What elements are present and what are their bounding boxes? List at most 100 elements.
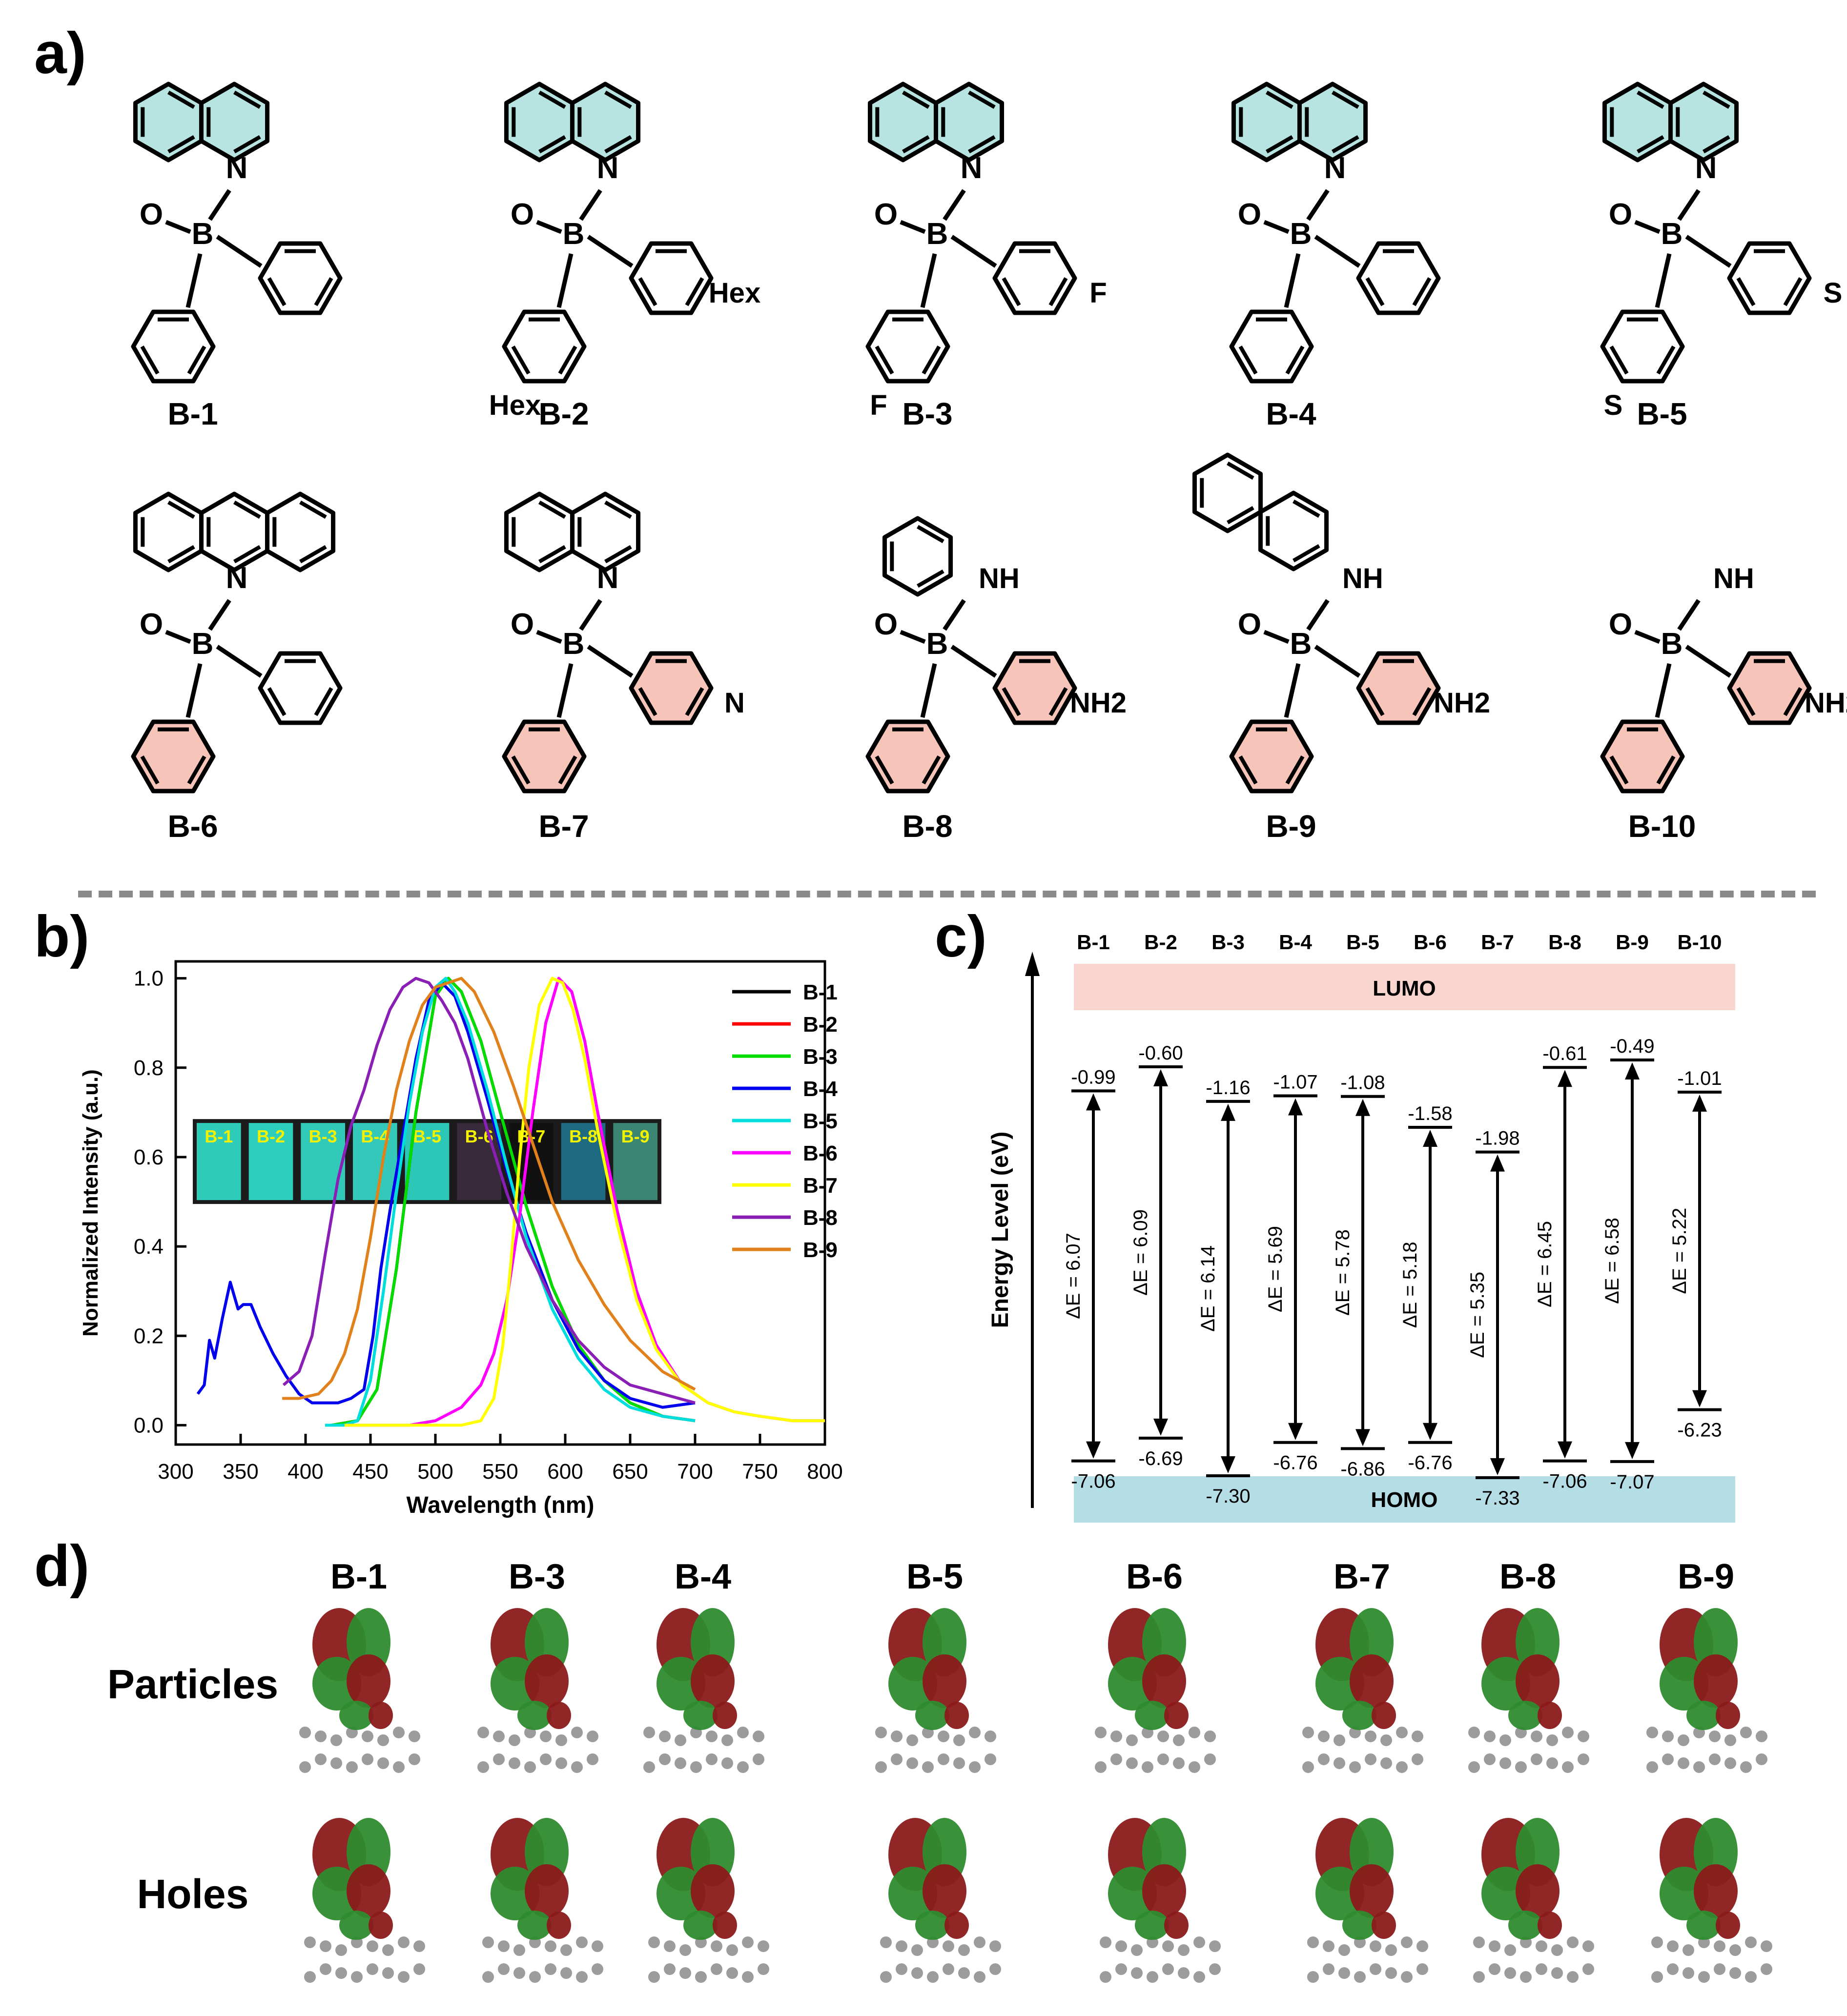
atom-sphere	[1468, 1761, 1480, 1773]
orbital-lobe	[1315, 1608, 1369, 1681]
compound-label: B-10	[1628, 809, 1696, 844]
atom-sphere	[675, 1757, 686, 1769]
orbital-lobe	[1516, 1654, 1560, 1708]
atom-sphere	[1193, 1936, 1205, 1948]
orbital-lobe	[1516, 1864, 1560, 1918]
atom-sphere	[737, 1727, 749, 1738]
bond-b-aryl	[1685, 235, 1732, 268]
atom-sphere	[1756, 1753, 1767, 1765]
atom-sphere	[1396, 1761, 1408, 1773]
atom-sphere	[1729, 1944, 1741, 1956]
atom-b: B	[1661, 627, 1683, 661]
series-line-b-8	[282, 977, 696, 1405]
atom-sphere	[393, 1761, 405, 1773]
atom-sphere	[1318, 1731, 1330, 1742]
aryl-ring-lower-bond	[922, 755, 941, 785]
atom-sphere	[362, 1753, 373, 1765]
atom-sphere	[706, 1731, 718, 1742]
bond-o-b	[1634, 220, 1661, 234]
atom-sphere	[1578, 1731, 1589, 1742]
atom-sphere	[1323, 1963, 1334, 1975]
aryl-ring-lower	[1600, 719, 1685, 794]
orbital-lobe	[1315, 1867, 1364, 1920]
atom-n: N	[597, 561, 619, 595]
bond-n-b	[1306, 189, 1330, 221]
quinoline-ring-bond	[167, 500, 195, 519]
x-tick-label: 350	[223, 1460, 258, 1484]
legend-label: B-9	[803, 1238, 838, 1262]
y-tick-label: 0.0	[134, 1413, 164, 1437]
gap-value-label: ΔE = 6.58	[1601, 1218, 1623, 1304]
column-label-b-4: B-4	[675, 1557, 731, 1596]
atom-sphere	[1683, 1967, 1694, 1979]
atom-sphere	[753, 1753, 764, 1765]
aryl-ring-right	[258, 651, 343, 725]
atom-o: O	[874, 198, 898, 231]
atom-sphere	[943, 1940, 954, 1952]
orbital-render-b-8-particles	[1468, 1608, 1589, 1773]
vial	[248, 1123, 293, 1201]
vial-label: B-4	[361, 1126, 389, 1146]
atom-sphere	[513, 1944, 525, 1956]
orbital-lobe	[1108, 1867, 1157, 1920]
atom-b: B	[1290, 217, 1312, 251]
pyridine-ring-bond	[233, 90, 261, 109]
atom-sphere	[695, 1971, 707, 1983]
atom-sphere	[659, 1731, 671, 1742]
atom-sphere	[351, 1971, 363, 1983]
orbital-lobe	[1481, 1818, 1535, 1891]
x-tick-label: 550	[482, 1460, 518, 1484]
orbital-lobe	[1660, 1867, 1708, 1920]
bond-b-aryl2	[556, 253, 574, 308]
atom-sphere	[1693, 1727, 1705, 1738]
orbital-lobe	[491, 1867, 539, 1920]
vial-label: B-5	[413, 1126, 441, 1146]
orbital-lobe	[312, 1818, 366, 1891]
orbital-lobe	[1350, 1818, 1394, 1886]
orbital-lobe	[491, 1657, 539, 1711]
atom-sphere	[1567, 1971, 1579, 1983]
x-tick-label: 800	[807, 1460, 842, 1484]
aryl-ring-lower	[1229, 719, 1314, 794]
pyridine-ring	[933, 81, 1005, 163]
atom-sphere	[335, 1944, 347, 1956]
bond-b-aryl	[950, 645, 997, 678]
atom-sphere	[690, 1761, 702, 1773]
atom-sphere	[706, 1753, 718, 1765]
orbital-lobe	[339, 1701, 373, 1730]
compound-label: B-3	[902, 396, 952, 431]
quinoline-ring	[1231, 81, 1302, 163]
orbital-lobe	[1142, 1654, 1186, 1708]
atom-sphere	[742, 1971, 754, 1983]
atom-sphere	[304, 1936, 316, 1948]
orbital-lobe	[923, 1818, 966, 1886]
atom-sphere	[362, 1731, 373, 1742]
column-header: B-1	[1077, 931, 1110, 954]
atom-sphere	[938, 1731, 949, 1742]
atom-sphere	[1578, 1753, 1589, 1765]
pyridine-ring-bond	[604, 90, 632, 109]
atom-sphere	[695, 1936, 707, 1948]
gap-arrowhead-down	[1423, 1423, 1437, 1440]
atom-sphere	[482, 1936, 494, 1948]
gap-value-label: ΔE = 5.22	[1669, 1208, 1690, 1294]
gap-arrowhead-up	[1355, 1099, 1370, 1116]
atom-sphere	[989, 1940, 1001, 1952]
y-tick-label: 1.0	[134, 967, 164, 991]
quinoline-ring	[1602, 81, 1673, 163]
quinoline-ring-bond	[538, 500, 566, 519]
aryl-ring-right-bond	[1412, 277, 1432, 306]
orbital-lobe	[1135, 1911, 1169, 1940]
bond-n-b	[1677, 189, 1701, 221]
atom-sphere	[726, 1967, 738, 1979]
gap-arrowhead-up	[1423, 1130, 1437, 1147]
atom-sphere	[1740, 1727, 1752, 1738]
legend-label: B-4	[803, 1077, 838, 1101]
compound-label: B-8	[902, 809, 952, 844]
atom-sphere	[953, 1757, 965, 1769]
lumo-value-label: -1.58	[1408, 1103, 1452, 1124]
atom-sphere	[1515, 1727, 1527, 1738]
atom-sphere	[958, 1967, 970, 1979]
atom-sphere	[1307, 1936, 1319, 1948]
